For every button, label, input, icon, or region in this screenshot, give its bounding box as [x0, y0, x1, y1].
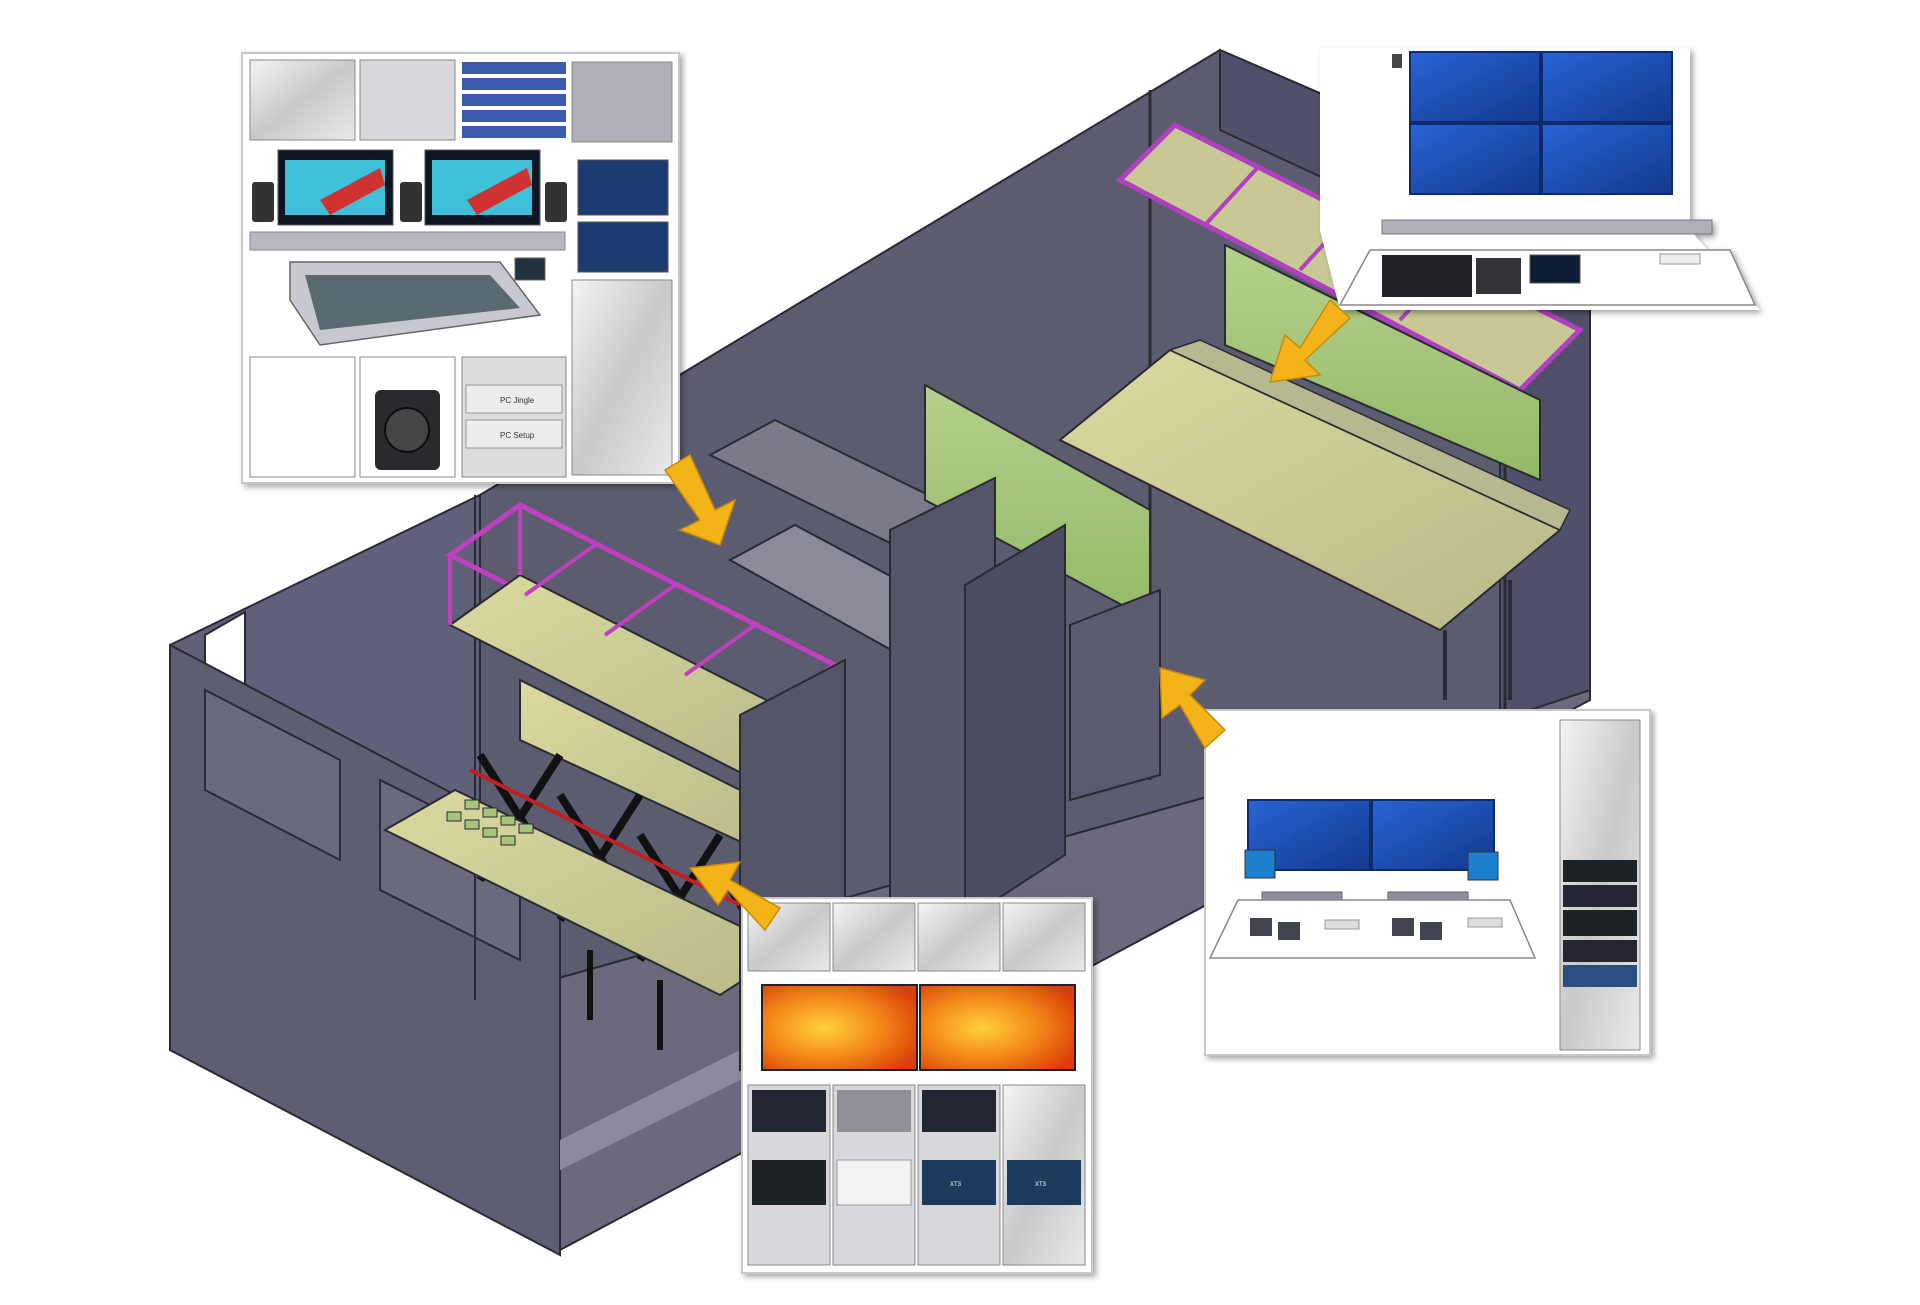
audio-side-monitor-2	[577, 221, 669, 273]
control-panels	[1250, 918, 1442, 940]
rack-monitor-orange-1	[761, 984, 918, 1071]
red-rail	[469, 768, 791, 932]
console-faders	[305, 275, 520, 330]
rack-patch	[571, 61, 673, 143]
pc-jingle-label: PC Jingle	[500, 396, 535, 405]
video-wall-screens	[1409, 51, 1673, 195]
video-wall-rack-strip	[1381, 219, 1713, 235]
rack-xt3-2	[1007, 1160, 1081, 1205]
rack-units	[359, 59, 456, 141]
keyboard	[1659, 253, 1701, 265]
middle-cabinet	[1069, 588, 1161, 802]
callout-arrows	[663, 298, 1352, 932]
drawer-pc-jingle	[465, 384, 563, 414]
pc-setup-label: PC Setup	[500, 431, 535, 440]
rack-router	[837, 1090, 911, 1132]
rack-mini-monitor-1	[752, 1090, 826, 1132]
frame-divider	[603, 583, 677, 637]
production-desk	[1208, 899, 1537, 959]
small-speaker-icon	[1392, 54, 1402, 68]
speaker-3	[545, 182, 567, 222]
arrow-icon	[663, 453, 737, 546]
arrow-icon	[688, 861, 782, 932]
drawer-pc-setup	[465, 419, 563, 449]
rack-mini-monitor-2	[922, 1090, 996, 1132]
xt3-label-2: XT3	[1035, 1182, 1047, 1188]
callout-video-wall	[1320, 48, 1760, 310]
speaker-2	[400, 182, 422, 222]
bottom-cabinet-3	[461, 356, 567, 478]
rack-xt3-1	[922, 1160, 996, 1205]
audio-tall-rack	[571, 279, 673, 476]
production-monitor-right	[1467, 851, 1499, 881]
right-desk-shelf	[1167, 339, 1572, 531]
arrow-icon	[1159, 667, 1227, 750]
left-audio-area	[382, 502, 846, 1072]
production-rack-units	[1563, 860, 1637, 987]
floor-strip	[560, 1040, 760, 1170]
frame-divider	[1203, 163, 1262, 227]
speaker-1	[252, 182, 274, 222]
rack-monitor-orange-2	[919, 984, 1076, 1071]
frame-divider	[683, 623, 757, 677]
rack-strip	[249, 231, 566, 251]
rack-monitor	[249, 59, 356, 141]
arrow-icon	[1268, 298, 1352, 383]
switcher-panel-2	[1476, 258, 1521, 294]
middle-area	[707, 383, 1161, 982]
switcher-panel	[1382, 255, 1472, 297]
right-green-panel	[1224, 243, 1541, 482]
middle-partition-2	[964, 523, 1066, 922]
monitor-image	[467, 168, 532, 215]
xt3-label-1: XT3	[950, 1182, 962, 1188]
keyboard-1	[1324, 919, 1360, 930]
subwoofer-cone	[384, 407, 430, 453]
console-screen	[514, 257, 546, 281]
bottom-cabinet-1	[249, 356, 356, 478]
audio-side-monitor-1	[577, 159, 669, 216]
monitor-image	[432, 160, 532, 215]
callout-audio-room: PC Jingle PC Setup	[241, 52, 680, 484]
monitor-image	[320, 168, 385, 215]
near-window-1	[204, 688, 341, 862]
rack-blue-units	[462, 62, 566, 138]
console-control-buttons	[446, 799, 534, 846]
production-monitor-left	[1244, 849, 1276, 879]
callout-production	[1204, 709, 1651, 1056]
callout-racks: XT3 XT3	[741, 897, 1093, 1274]
rack-panel-white	[836, 1159, 912, 1206]
rack-panel-black	[752, 1160, 826, 1205]
frame-divider	[523, 543, 597, 597]
preview-monitor	[1529, 254, 1581, 284]
monitor-image	[285, 160, 385, 215]
keyboard-2	[1467, 917, 1503, 928]
